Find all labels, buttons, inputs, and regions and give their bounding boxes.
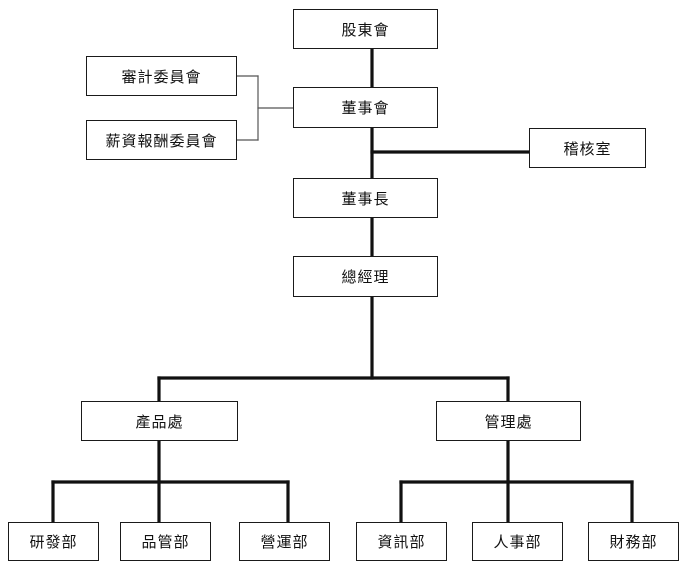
node-it-dept: 資訊部 [356,522,447,561]
node-management-division: 管理處 [436,401,581,441]
node-shareholders: 股東會 [293,9,438,49]
node-qc-dept: 品管部 [120,522,211,561]
node-rd-dept: 研發部 [8,522,99,561]
node-product-division: 產品處 [81,401,238,441]
node-audit-office: 稽核室 [529,128,646,168]
node-hr-dept: 人事部 [472,522,563,561]
node-chairman: 董事長 [293,178,438,218]
node-audit-committee: 審計委員會 [86,56,237,96]
node-operations-dept: 營運部 [239,522,330,561]
node-board: 董事會 [293,87,438,128]
node-compensation-committee: 薪資報酬委員會 [86,120,237,160]
node-finance-dept: 財務部 [588,522,679,561]
node-general-manager: 總經理 [293,256,438,297]
